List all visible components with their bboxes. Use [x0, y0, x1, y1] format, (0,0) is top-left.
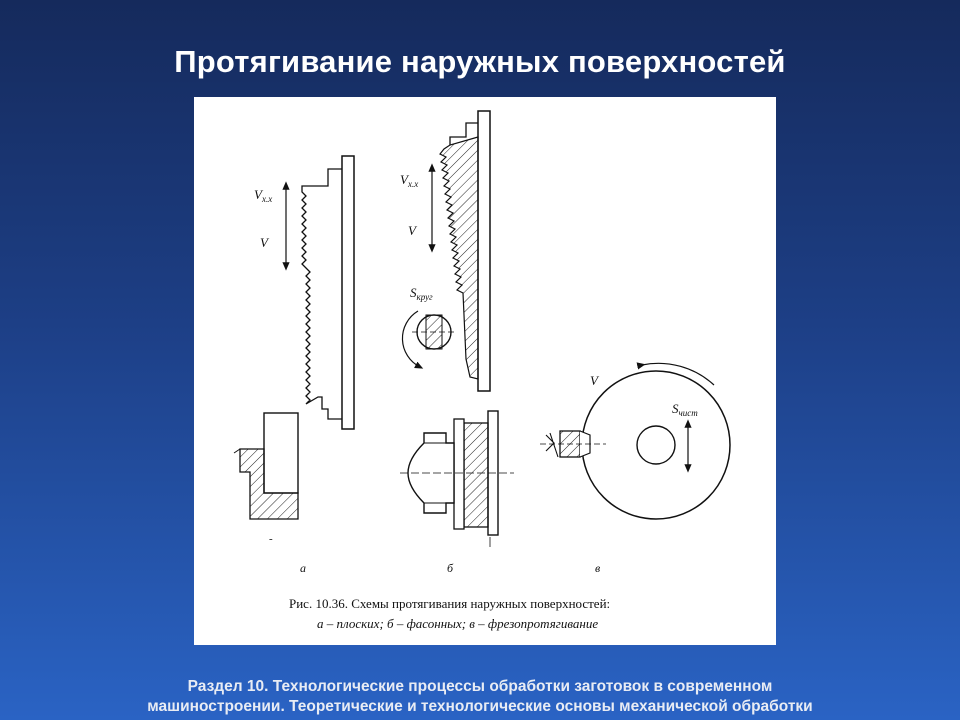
broach-a-body [341, 155, 355, 430]
label-scheme-b: б [447, 561, 454, 575]
footer-line-1: Раздел 10. Технологические процессы обра… [187, 678, 773, 695]
slide-footer: Раздел 10. Технологические процессы обра… [0, 677, 960, 717]
fixture-a-edge [233, 448, 241, 454]
broach-b-body [477, 110, 491, 392]
disc-hub [636, 425, 676, 465]
label-scheme-a: а [300, 561, 306, 575]
figure-panel: Vх.х V - Vх.х V Sкруг [194, 97, 776, 645]
label-s-b: Sкруг [410, 285, 433, 302]
rotation-arrow-b [401, 310, 424, 369]
broach-b-section [463, 422, 489, 528]
label-vxx-b: Vх.х [400, 172, 418, 189]
scheme-b: Vх.х V Sкруг [400, 110, 514, 547]
broach-a-teeth [301, 168, 342, 420]
label-vxx-a: Vх.х [254, 187, 272, 204]
label-scheme-c: в [595, 561, 600, 575]
broaching-diagram: Vх.х V - Vх.х V Sкруг [233, 110, 731, 631]
label-v-a: V [260, 235, 270, 250]
fixture-a [239, 448, 299, 520]
label-v-c: V [590, 373, 600, 388]
scheme-c: V Sчист [540, 362, 731, 520]
workpiece-a [263, 412, 299, 494]
figure-caption-line2: а – плоских; б – фасонных; в – фрезопрот… [317, 616, 598, 631]
slide-title: Протягивание наружных поверхностей [174, 44, 786, 79]
label-s-c: Sчист [672, 401, 698, 418]
broach-b-teeth [439, 136, 479, 380]
tick-a: - [269, 533, 273, 545]
rotation-arrow-c [636, 362, 715, 386]
scheme-a: Vх.х V - [233, 155, 355, 545]
workpiece-c-clamp [545, 432, 559, 458]
figure-caption-line1: Рис. 10.36. Схемы протягивания наружных … [289, 596, 610, 611]
footer-line-2: машиностроении. Теоретические и технолог… [147, 698, 813, 715]
broach-b-section-edge [453, 418, 465, 530]
label-v-b: V [408, 223, 418, 238]
broach-b-steps [449, 122, 478, 145]
workpiece-b-profile [407, 432, 455, 514]
